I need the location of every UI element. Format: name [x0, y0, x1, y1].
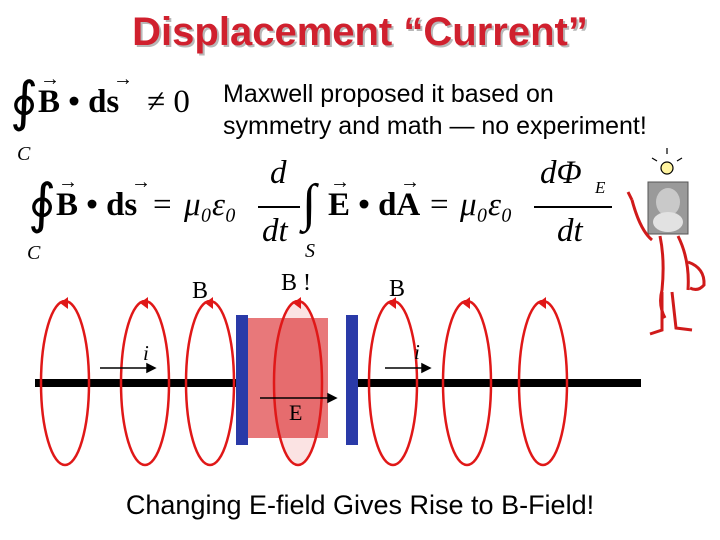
eq2-phi-subscript: E: [595, 178, 606, 197]
b-field-loop-capacitor: [272, 299, 324, 467]
current-arrow-right: [385, 362, 432, 374]
maxwell-note: Maxwell proposed it based on symmetry an…: [223, 78, 647, 142]
current-label-right: i: [414, 340, 420, 364]
eq2-equals-2: =: [430, 187, 449, 223]
eq2-dphi-numerator: dΦ: [540, 155, 582, 191]
eq2-dt-denominator-2: dt: [557, 213, 583, 249]
surface-integral-sign: ∫: [302, 175, 317, 232]
field-region: [248, 318, 328, 438]
vector-arrow-s1: →: [113, 68, 133, 90]
b-label-right: B: [389, 276, 406, 302]
loop-arrows: [60, 297, 546, 309]
contour-integral-sign-1: ∮: [10, 72, 39, 132]
current-arrow-left: [100, 362, 157, 374]
capacitor-plate-right: [346, 315, 358, 445]
eq1-integrand: B • ds: [38, 84, 120, 120]
eq2-dt-denominator: dt: [262, 213, 288, 249]
maxwell-cartoon-icon: [626, 148, 706, 336]
vector-arrow-b2: →: [58, 171, 78, 193]
slide-title: Displacement “Current”: [132, 10, 588, 54]
eq2-mu0-eps0-b: μ₀ε₀: [460, 187, 513, 223]
vector-arrow-a: →: [400, 171, 420, 193]
eq2-flux-integrand: E • dA: [328, 187, 421, 223]
eq2-equals: =: [153, 187, 172, 223]
eq2-contour-label: C: [27, 242, 41, 264]
e-field-arrow: [260, 392, 338, 404]
current-label-left: i: [143, 341, 149, 365]
slide-caption: Changing E-field Gives Rise to B-Field!: [125, 490, 595, 520]
note-line-2: symmetry and math — no experiment!: [223, 112, 647, 140]
b-label-left: B: [192, 278, 209, 304]
e-label: E: [289, 400, 303, 425]
vector-arrow-s2: →: [131, 171, 151, 193]
eq2-mu0-eps0-a: μ₀ε₀: [184, 187, 237, 223]
vector-arrow-b1: →: [40, 68, 60, 90]
vector-arrow-e: →: [330, 171, 350, 193]
b-label-middle: B !: [281, 270, 311, 296]
eq1-contour-label: C: [17, 143, 31, 165]
eq1-relation: ≠ 0: [147, 84, 190, 120]
capacitor-plate-left: [236, 315, 248, 445]
eq2-lhs: B • ds: [56, 187, 138, 223]
wire-left: [35, 379, 248, 387]
contour-integral-sign-2: ∮: [28, 174, 57, 234]
eq2-d-numerator: d: [270, 155, 287, 191]
eq2-surface-label: S: [305, 240, 315, 262]
wire-right: [358, 379, 641, 387]
note-line-1: Maxwell proposed it based on: [223, 80, 554, 108]
